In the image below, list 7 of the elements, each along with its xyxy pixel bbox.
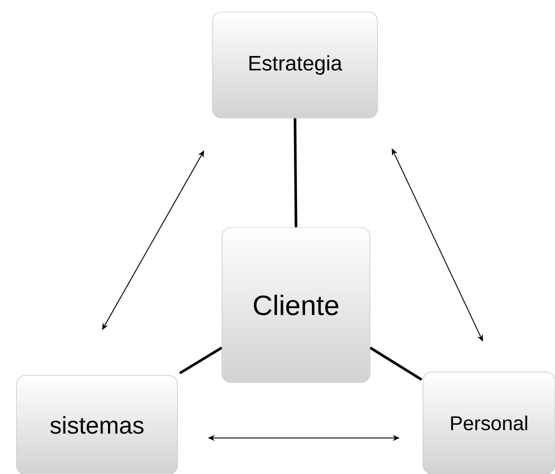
rounded-box: sistemas (16, 375, 178, 474)
connector-line (294, 118, 298, 228)
connector-line (179, 346, 222, 374)
rounded-box: Cliente (222, 227, 370, 383)
rounded-box: Personal (422, 372, 555, 474)
rounded-box: Estrategia (212, 12, 378, 118)
connector-line (370, 346, 422, 381)
